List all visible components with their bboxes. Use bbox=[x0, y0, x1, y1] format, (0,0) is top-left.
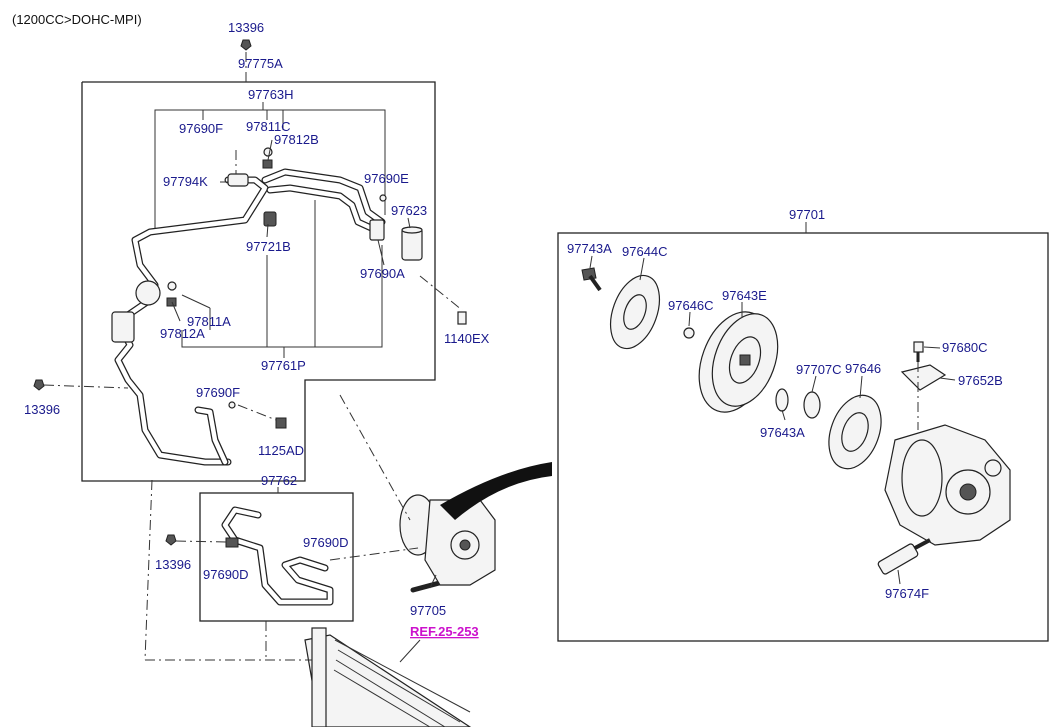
label-97644C: 97644C bbox=[622, 244, 668, 259]
plate-97644C bbox=[609, 274, 661, 350]
label-97707C: 97707C bbox=[796, 362, 842, 377]
bolt-97680C bbox=[913, 341, 924, 362]
bolt-1140EX bbox=[457, 311, 467, 325]
main-leaders bbox=[171, 139, 437, 589]
compressor-small bbox=[399, 462, 552, 586]
fitting-97690E bbox=[379, 194, 387, 202]
label-97690E: 97690E bbox=[364, 171, 409, 186]
fitting-97690A bbox=[369, 219, 385, 241]
snap-ring-97643A bbox=[775, 388, 789, 412]
hose-97762 bbox=[221, 506, 334, 606]
engine-spec-title: (1200CC>DOHC-MPI) bbox=[12, 12, 142, 27]
label-97646: 97646 bbox=[845, 361, 881, 376]
label-13396-mid: 13396 bbox=[155, 557, 191, 572]
label-97701: 97701 bbox=[789, 207, 825, 222]
label-97763H: 97763H bbox=[248, 87, 294, 102]
label-97812B: 97812B bbox=[274, 132, 319, 147]
label-97674F: 97674F bbox=[885, 586, 929, 601]
pulley-97643E bbox=[698, 311, 779, 413]
discharge-pipe bbox=[261, 168, 386, 236]
label-97690D-right: 97690D bbox=[303, 535, 349, 550]
label-97705: 97705 bbox=[410, 603, 446, 618]
label-97811C: 97811C bbox=[246, 119, 291, 134]
bolt-13396-top bbox=[240, 39, 252, 51]
condenser bbox=[304, 627, 472, 727]
compressor-assembly-box bbox=[557, 222, 1049, 642]
label-97761P: 97761P bbox=[261, 358, 306, 373]
label-97721B: 97721B bbox=[246, 239, 291, 254]
snap-ring-97707C bbox=[803, 391, 821, 419]
label-13396-left: 13396 bbox=[24, 402, 60, 417]
ring-97646C bbox=[683, 327, 695, 339]
cap-97811A bbox=[166, 281, 177, 307]
label-97794K: 97794K bbox=[163, 174, 208, 189]
pipe-assembly-box bbox=[81, 81, 436, 482]
bracket-97652B bbox=[900, 364, 947, 391]
fitting-97794K bbox=[227, 173, 249, 187]
bolt-97743A bbox=[581, 267, 602, 292]
fitting-97690F bbox=[228, 401, 236, 409]
label-97690D-left: 97690D bbox=[203, 567, 249, 582]
label-97743A: 97743A bbox=[567, 241, 612, 256]
label-97623: 97623 bbox=[391, 203, 427, 218]
label-1140EX: 1140EX bbox=[444, 331, 490, 346]
label-1125AD: 1125AD bbox=[258, 443, 304, 458]
label-97643A: 97643A bbox=[760, 425, 805, 440]
label-97690F-top: 97690F bbox=[179, 121, 223, 136]
receiver-drier-97623 bbox=[401, 226, 423, 261]
label-97775A: 97775A bbox=[238, 56, 283, 71]
coil-97646 bbox=[828, 394, 882, 470]
label-97680C: 97680C bbox=[942, 340, 988, 355]
label-97646C: 97646C bbox=[668, 298, 714, 313]
bolt-13396-mid bbox=[165, 534, 177, 546]
label-97812A: 97812A bbox=[160, 326, 205, 341]
bracket-97763H bbox=[154, 102, 386, 230]
label-13396-top: 13396 bbox=[228, 20, 264, 35]
ref-link-25-253[interactable]: REF.25-253 bbox=[410, 624, 479, 639]
label-97652B: 97652B bbox=[958, 373, 1003, 388]
bolt-97705 bbox=[410, 579, 446, 593]
block-fitting-left bbox=[111, 280, 161, 343]
bracket-97761P bbox=[181, 200, 383, 358]
valve-97674F bbox=[877, 538, 931, 575]
dashed-leaders bbox=[43, 52, 463, 661]
fitting-97721B bbox=[263, 211, 277, 227]
cap-97811C bbox=[262, 147, 273, 169]
label-97811A: 97811A bbox=[187, 314, 231, 329]
compressor-leaders bbox=[589, 255, 956, 585]
label-97690F-low: 97690F bbox=[196, 385, 240, 400]
label-97762: 97762 bbox=[261, 473, 297, 488]
clip-97690D bbox=[225, 537, 239, 548]
lower-hose bbox=[194, 406, 229, 466]
compressor-body bbox=[884, 424, 1011, 546]
bolt-1125AD bbox=[275, 417, 287, 429]
bolt-13396-left bbox=[33, 379, 45, 391]
label-97643E: 97643E bbox=[722, 288, 767, 303]
label-97690A: 97690A bbox=[360, 266, 405, 281]
